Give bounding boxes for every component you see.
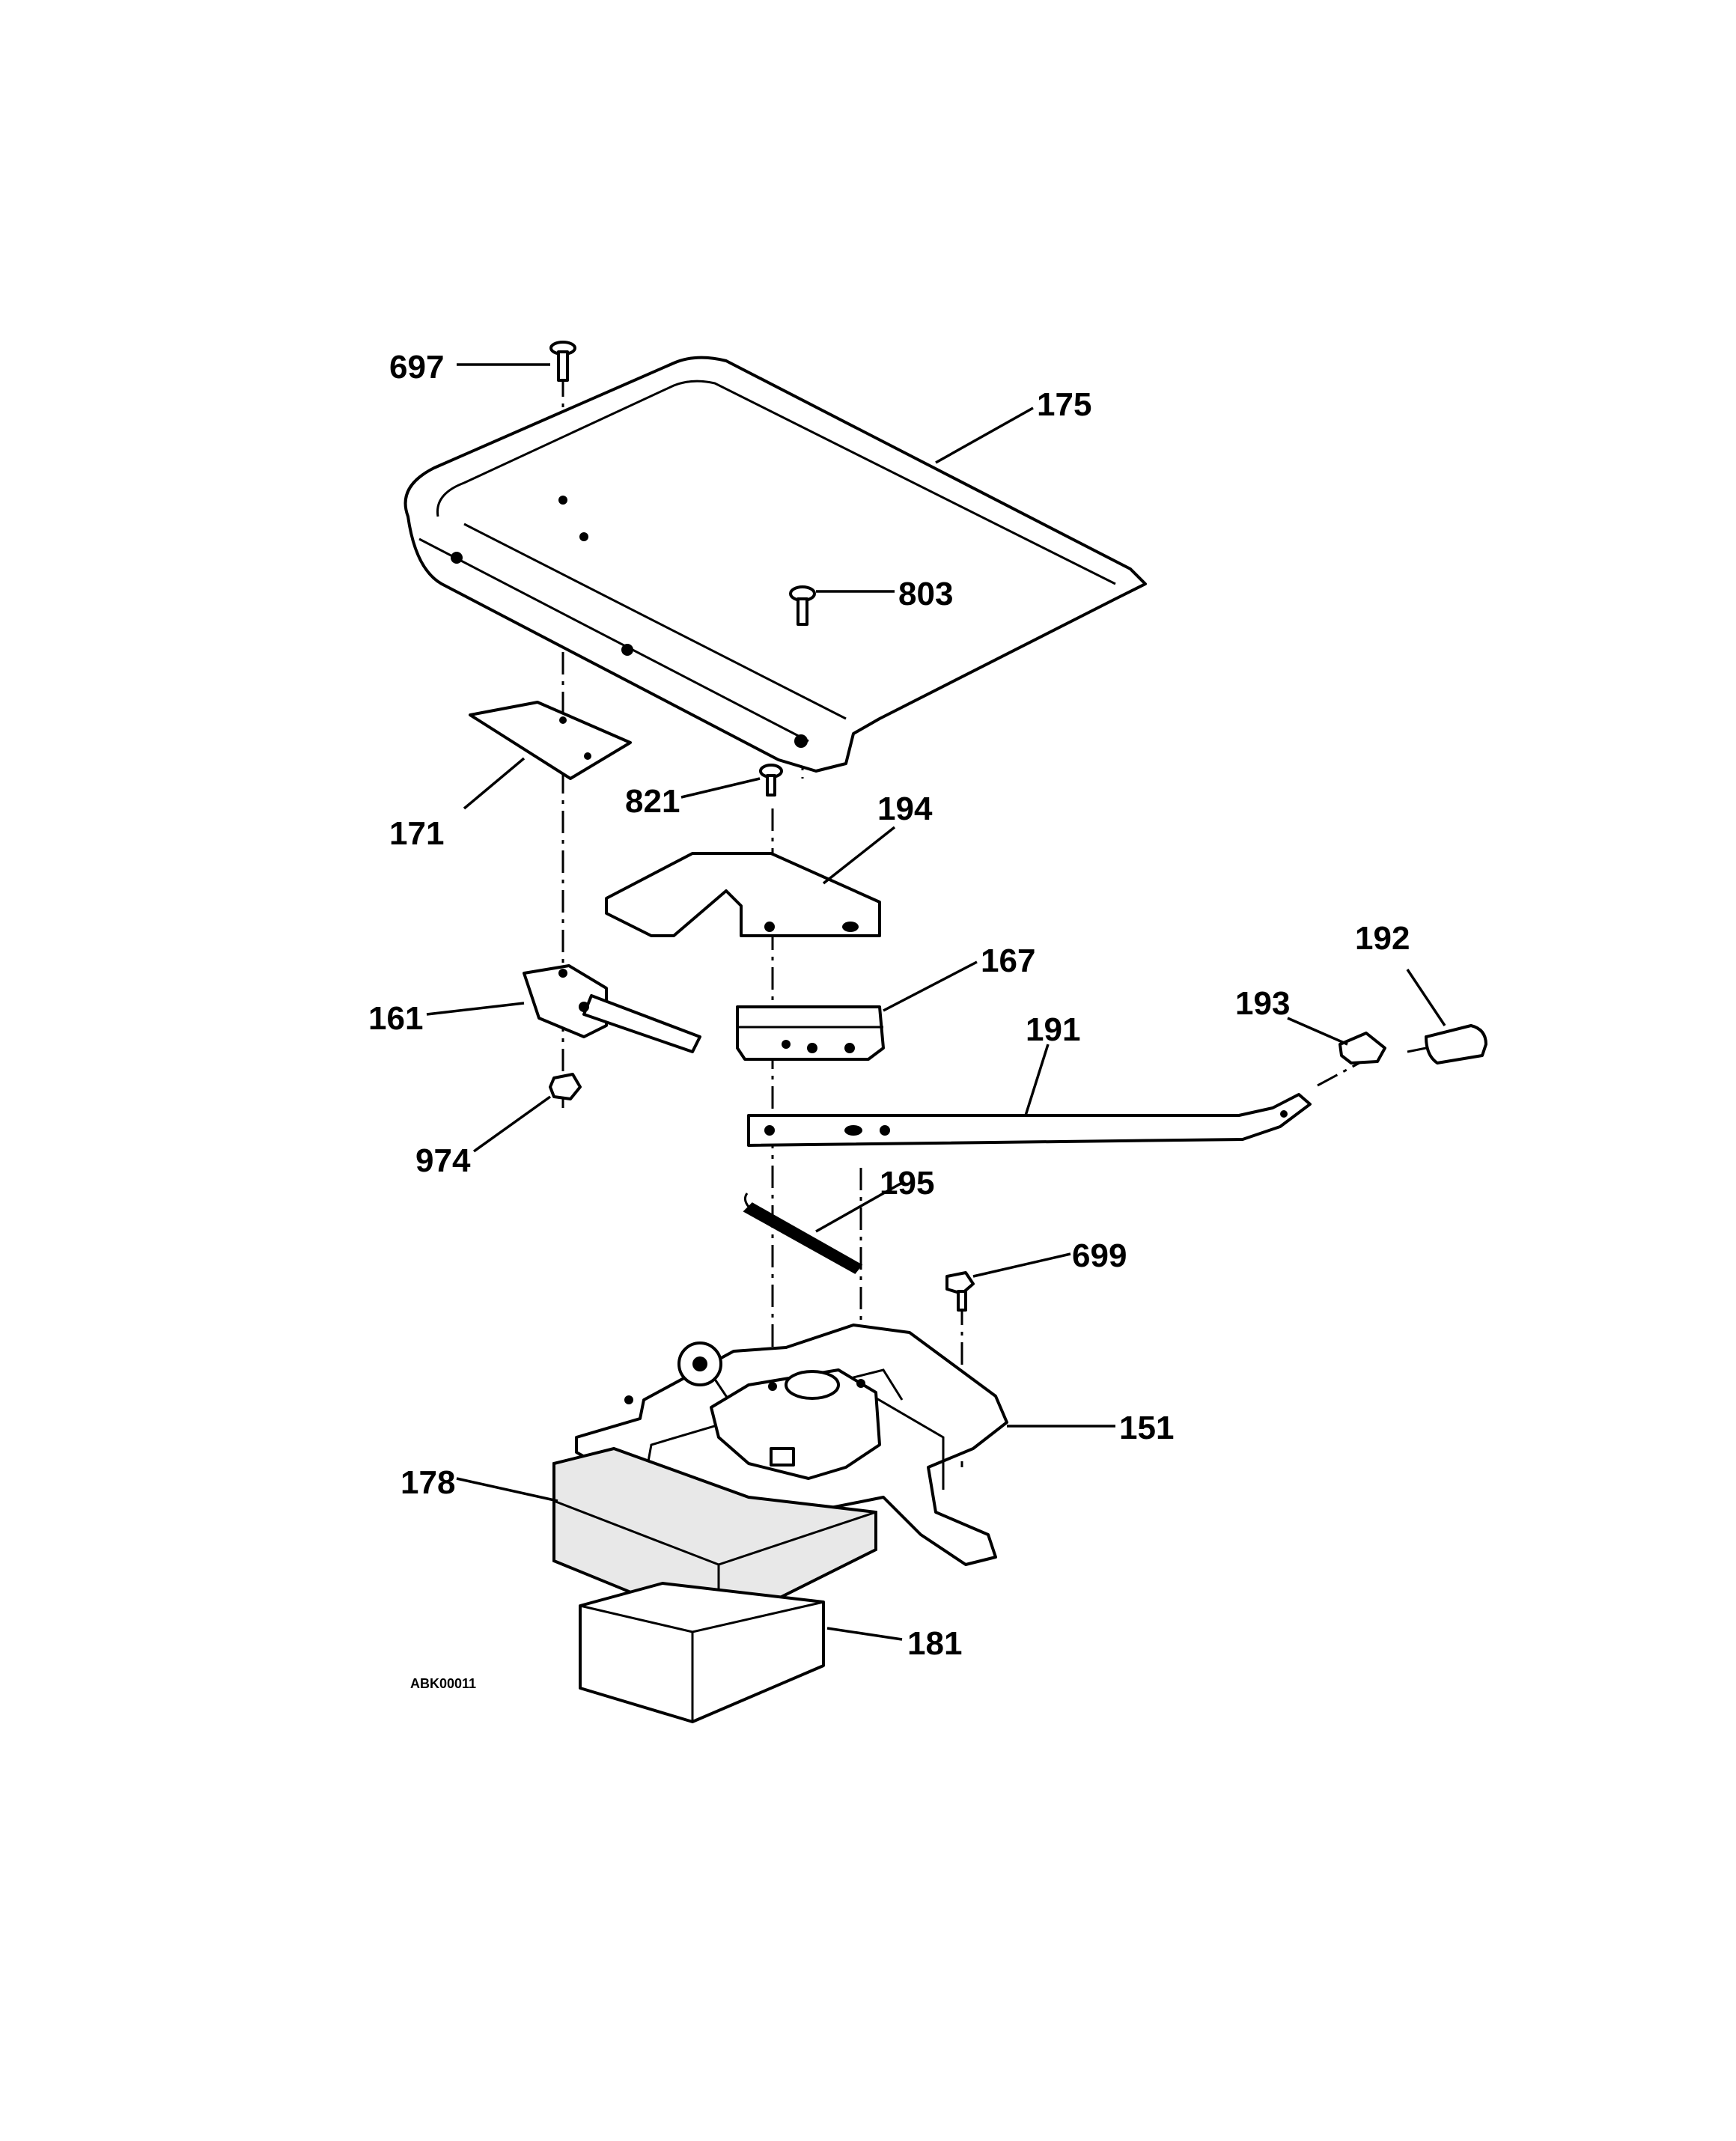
callout-195: 195 [880, 1165, 934, 1202]
part-181-box [579, 1582, 825, 1723]
callout-697: 697 [389, 349, 444, 386]
callout-167: 167 [981, 942, 1035, 979]
part-192-cap [1425, 1024, 1487, 1065]
part-974-nut [549, 1073, 582, 1100]
callout-181: 181 [907, 1625, 962, 1662]
callout-178: 178 [401, 1464, 455, 1501]
part-161-switch [523, 964, 701, 1053]
part-699-screw [945, 1271, 975, 1312]
callout-175: 175 [1037, 386, 1091, 423]
callout-191: 191 [1026, 1011, 1080, 1048]
leader-lines [426, 363, 1446, 1641]
part-195-spring [743, 1193, 863, 1274]
callout-821: 821 [625, 783, 680, 820]
part-193-clip [1338, 1032, 1386, 1065]
part-194-bracket [605, 852, 881, 937]
part-697-screw [549, 341, 576, 382]
callout-699: 699 [1072, 1237, 1127, 1274]
callout-803: 803 [898, 576, 953, 612]
callout-194: 194 [877, 791, 933, 827]
diagram-code: ABK00011 [410, 1676, 476, 1691]
part-803-screw [789, 585, 816, 626]
callout-192: 192 [1355, 920, 1410, 957]
callout-974: 974 [415, 1142, 471, 1179]
part-191-rod [747, 1093, 1312, 1147]
callout-171: 171 [389, 815, 444, 852]
part-821-screw [759, 764, 783, 797]
callout-labels: 697 175 803 171 821 194 192 193 167 161 … [368, 349, 1410, 1691]
callout-193: 193 [1235, 985, 1290, 1022]
part-175-top-cover [403, 356, 1147, 773]
callout-161: 161 [368, 1000, 423, 1037]
callout-151: 151 [1119, 1410, 1174, 1446]
part-171-plate [469, 701, 632, 780]
part-167-block [736, 1005, 885, 1061]
